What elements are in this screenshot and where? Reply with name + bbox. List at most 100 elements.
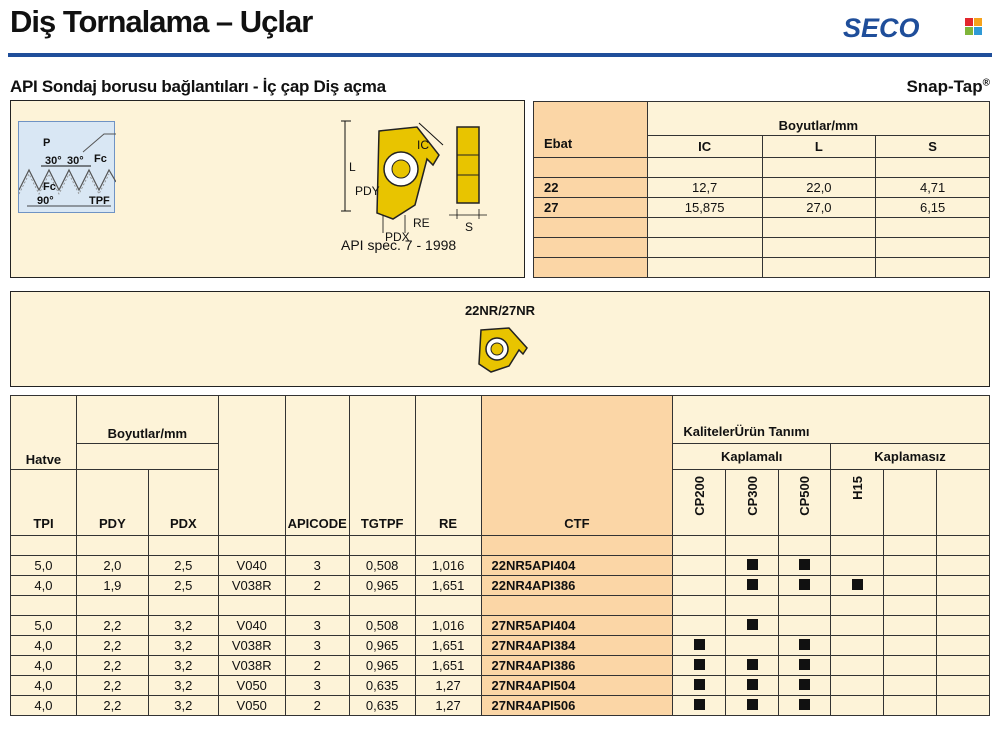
grade-cell	[935, 655, 991, 676]
product-code: 27NR5API404	[480, 615, 674, 636]
grade-cell	[725, 635, 780, 656]
registered-mark: ®	[982, 77, 990, 89]
col-l: L	[814, 139, 823, 154]
svg-text:Fc: Fc	[94, 153, 107, 165]
availability-mark	[693, 679, 705, 690]
apicode-value: V040	[217, 555, 286, 576]
ctf-value: 1,651	[414, 635, 482, 656]
svg-text:30°: 30°	[67, 155, 84, 167]
dims-empty-row	[533, 257, 990, 278]
tpi-value: 4,0	[10, 655, 77, 676]
pdx-value: 3,2	[147, 635, 219, 656]
grade-cell	[935, 615, 991, 636]
svg-text:L: L	[349, 160, 356, 174]
s-value: 6,15	[875, 197, 990, 218]
availability-mark	[746, 679, 758, 690]
grade-cell	[778, 655, 832, 676]
tgtpf-value: 2	[284, 575, 350, 596]
availability-mark	[799, 679, 811, 690]
ctf-value: 1,27	[414, 675, 482, 696]
ctf-value: 1,016	[414, 615, 482, 636]
pdy-header: PDY	[99, 516, 126, 531]
grade-cell	[725, 615, 780, 636]
insert-geometry-diagram: IC L PDY PDX RE S	[341, 120, 487, 244]
svg-text:Fc: Fc	[43, 181, 56, 193]
pdy-value: 2,2	[75, 635, 149, 656]
svg-text:S: S	[465, 220, 473, 234]
dims-group-header: Boyutlar/mm	[107, 426, 188, 441]
pdy-value: 2,2	[75, 695, 149, 716]
tpi-value: 4,0	[10, 695, 77, 716]
grade-cp200: CP200	[691, 476, 707, 516]
grade-cell	[883, 615, 937, 636]
grade-cell	[778, 575, 832, 596]
product-code: 27NR4API384	[480, 635, 674, 656]
grade-cell	[778, 635, 832, 656]
grade-cp300: CP300	[744, 476, 760, 516]
product-code: 22NR5API404	[480, 555, 674, 576]
apicode-value: V050	[217, 695, 286, 716]
tpi-value: 4,0	[10, 675, 77, 696]
grade-h15: H15	[849, 476, 865, 500]
size-value: 22	[544, 180, 559, 195]
main-header-row-2: Kaplamalı Kaplamasız	[11, 443, 990, 470]
tpi-header: TPI	[33, 516, 54, 531]
thread-profile-diagram: P 30° 30° Fc Fc 90° TPF	[18, 121, 117, 213]
insert-group-panel: 22NR/27NR	[10, 291, 990, 387]
grade-cell	[725, 695, 780, 716]
ctf-value: 1,016	[414, 555, 482, 576]
grade-cell	[672, 635, 727, 656]
pdx-value: 2,5	[147, 555, 219, 576]
l-value: 22,0	[761, 177, 877, 198]
tpi-value: 4,0	[10, 635, 77, 656]
tgtpf-value: 3	[284, 555, 350, 576]
spacer-row	[10, 595, 991, 616]
dimensions-table: Ebat Boyutlar/mm IC L S 22 12,7 22,0 4,7…	[533, 101, 991, 278]
brand-name: Snap-Tap	[906, 77, 983, 96]
col-s: S	[928, 139, 937, 154]
seco-logo: SECO	[843, 14, 982, 40]
availability-mark	[799, 699, 811, 710]
svg-text:TPF: TPF	[89, 195, 110, 207]
grade-cell	[883, 555, 937, 576]
coated-header: Kaplamalı	[721, 449, 783, 464]
grade-cell	[935, 675, 991, 696]
grade-cell	[778, 675, 832, 696]
re-value: 0,508	[348, 555, 416, 576]
product-code: 22NR4API386	[480, 575, 674, 596]
svg-text:30°: 30°	[45, 155, 62, 167]
grade-cell	[672, 575, 727, 596]
product-code: 27NR4API504	[480, 675, 674, 696]
ic-value: 15,875	[646, 197, 763, 218]
availability-mark	[746, 699, 758, 710]
col-ic: IC	[698, 139, 712, 154]
grades-header: Kaliteler	[683, 424, 735, 439]
pdy-value: 1,9	[75, 575, 149, 596]
grade-cell	[725, 555, 780, 576]
tgtpf-value: 3	[284, 615, 350, 636]
re-header: RE	[439, 516, 458, 531]
pdy-value: 2,2	[75, 615, 149, 636]
spacer-row	[10, 535, 991, 556]
svg-text:SECO: SECO	[843, 14, 920, 40]
re-value: 0,635	[348, 675, 416, 696]
grade-cell	[830, 695, 885, 716]
pdy-value: 2,2	[75, 655, 149, 676]
grade-cell	[672, 675, 727, 696]
svg-text:IC: IC	[417, 138, 429, 152]
dims-empty-row	[533, 237, 990, 258]
tgtpf-value: 3	[284, 675, 350, 696]
l-value: 27,0	[761, 197, 877, 218]
ic-value: 12,7	[646, 177, 763, 198]
pdx-value: 2,5	[147, 575, 219, 596]
availability-mark	[746, 579, 758, 590]
dims-header-row: Ebat Boyutlar/mm	[533, 101, 991, 158]
availability-mark	[799, 659, 811, 670]
svg-text:P: P	[43, 137, 50, 149]
header-rule	[8, 53, 992, 57]
